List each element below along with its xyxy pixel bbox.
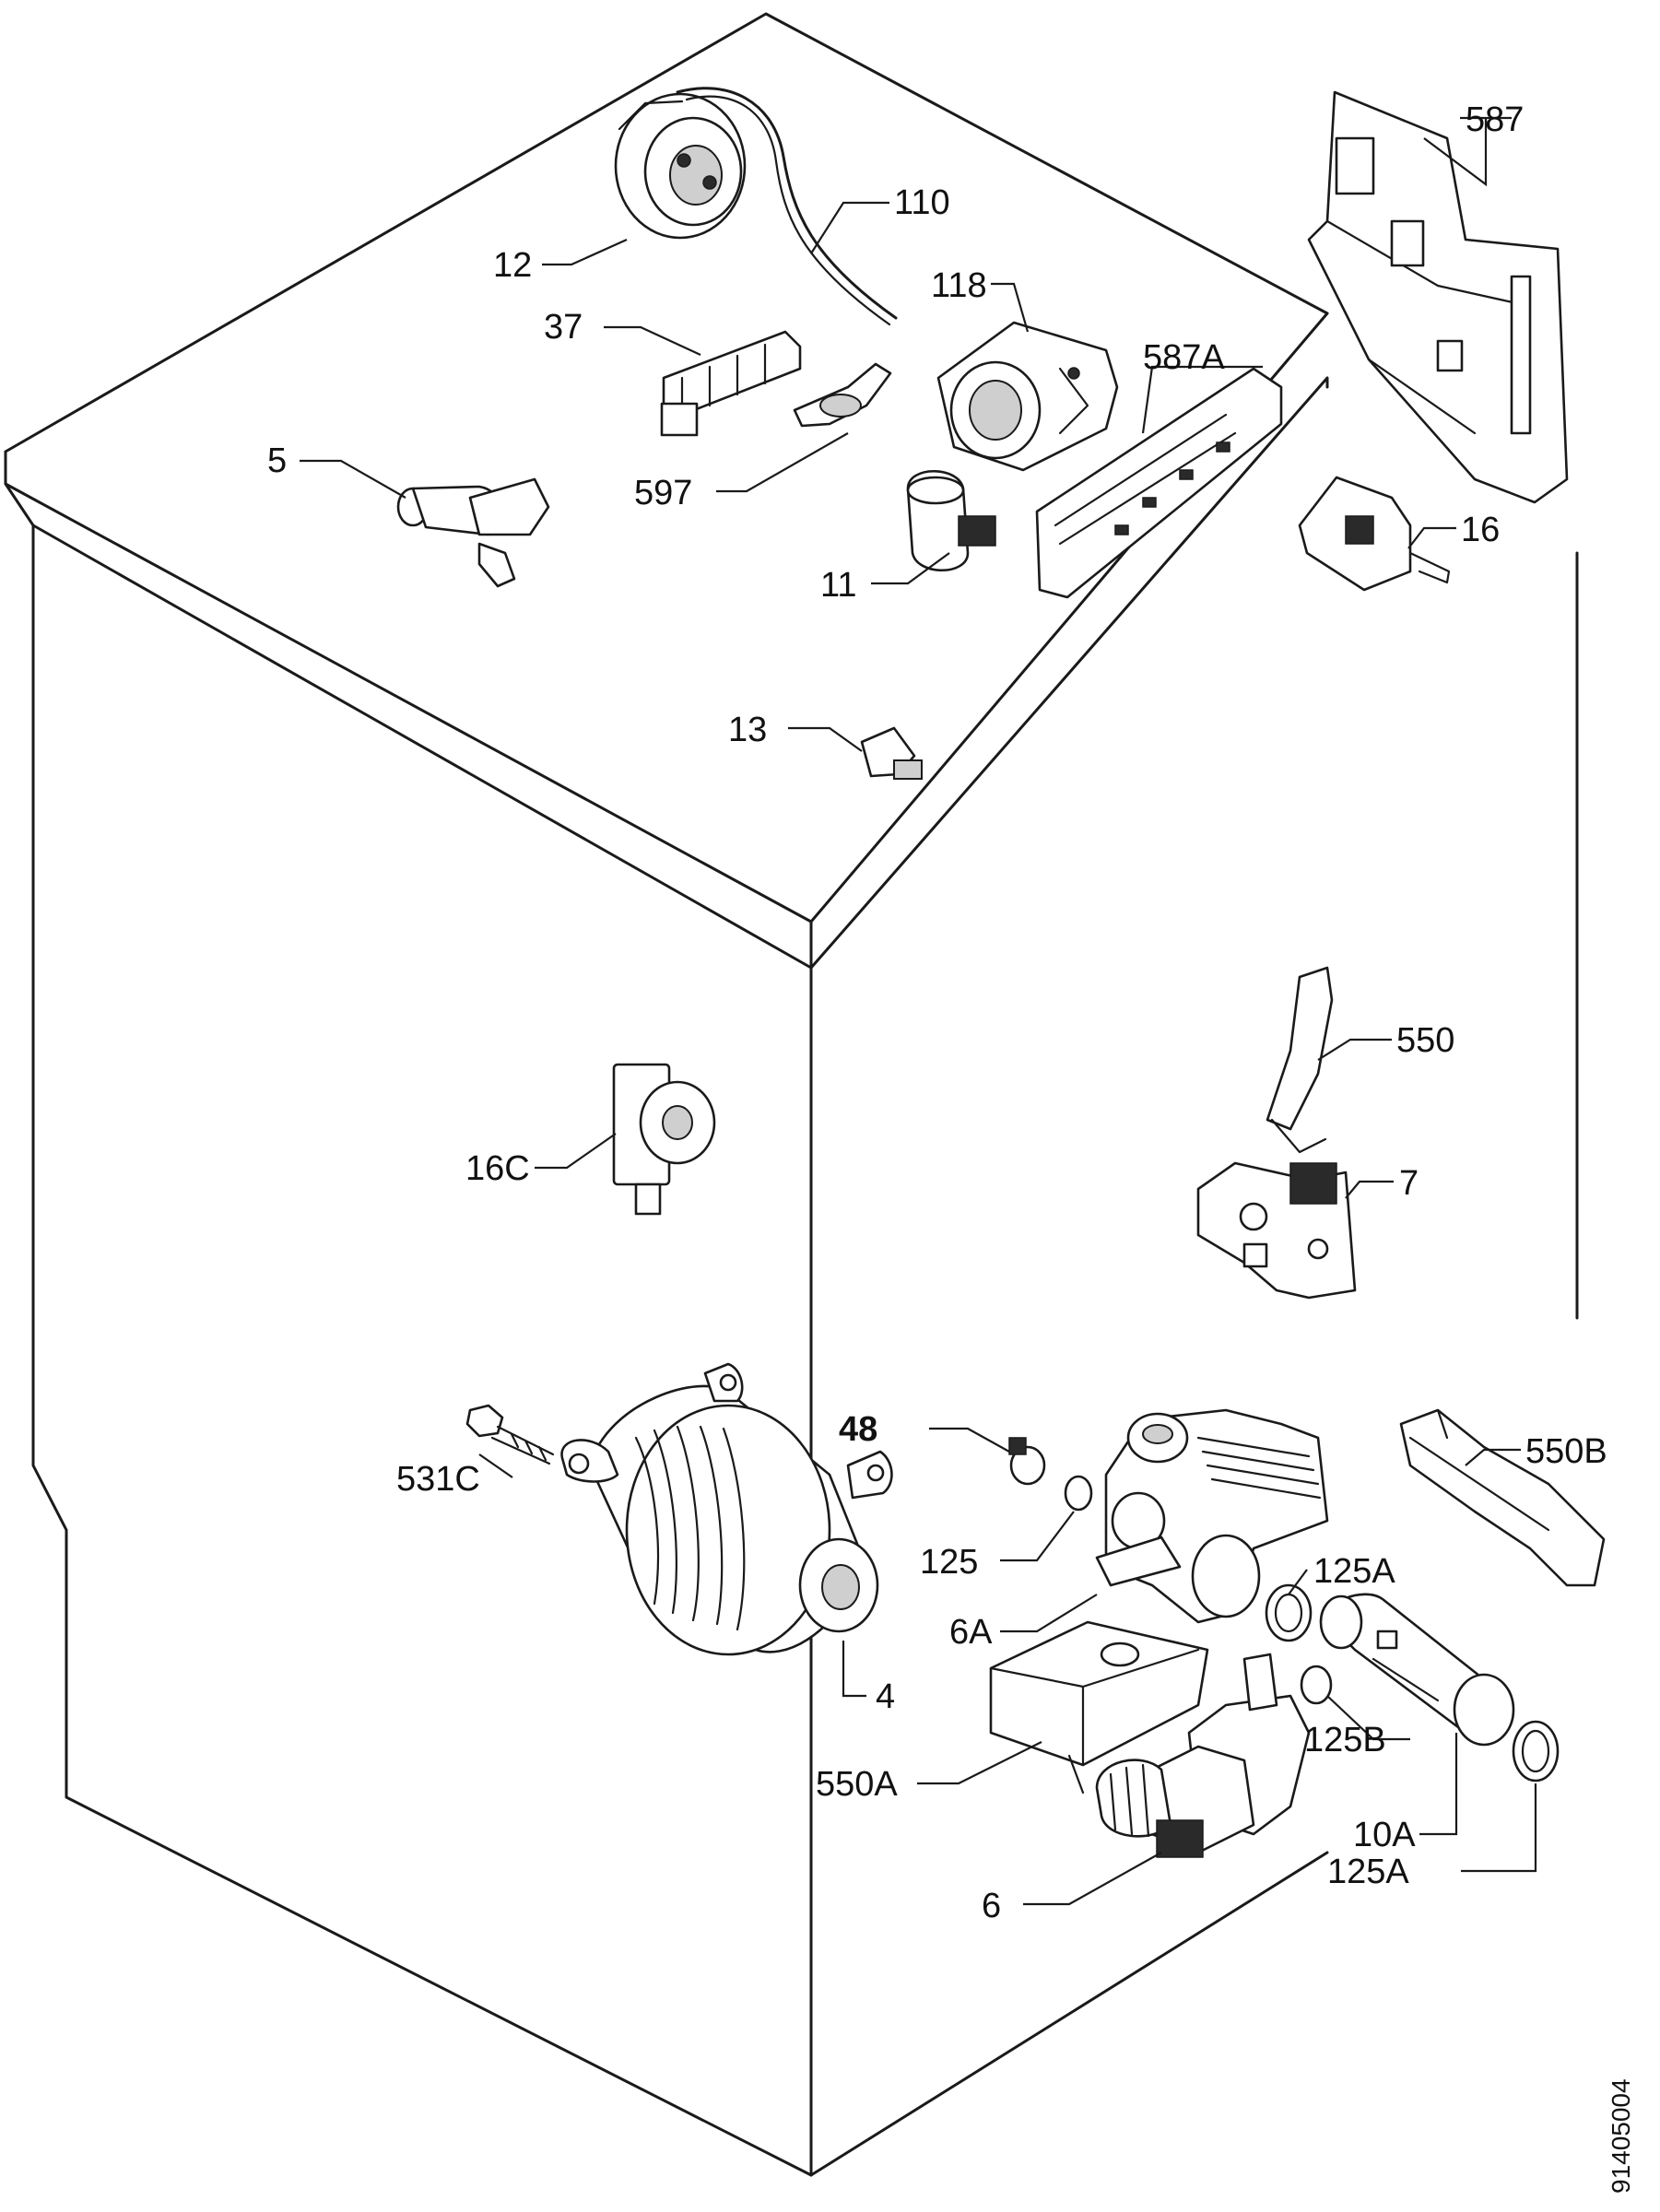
part-12-selector [614, 92, 747, 240]
part-16c-lid-lock [612, 1063, 716, 1216]
label-125a-bottom: 125A [1327, 1853, 1409, 1891]
part-125a-seal-upper [1265, 1583, 1313, 1642]
part-6-drain-pump [1095, 1653, 1311, 1858]
label-597: 597 [634, 474, 692, 512]
cabinet-outline [4, 12, 1579, 2177]
label-550a: 550A [816, 1765, 898, 1804]
part-118-timer [936, 321, 1119, 472]
part-125a-seal-lower [1512, 1720, 1560, 1783]
part-550-lever [1266, 966, 1334, 1154]
part-48-sensor [1008, 1437, 1046, 1486]
label-37: 37 [544, 308, 583, 347]
part-550b-bracket [1399, 1408, 1606, 1587]
part-37-terminal-block [660, 330, 802, 437]
drawing-code: 91405004 [1607, 2078, 1635, 2194]
label-125a-top: 125A [1313, 1552, 1395, 1591]
part-labels: 587 110 12 118 37 587A 5 597 16 11 13 55… [267, 100, 1607, 1925]
label-550: 550 [1396, 1021, 1454, 1060]
label-11: 11 [820, 566, 856, 605]
part-550a-filter-block [989, 1620, 1209, 1794]
part-587a-pcb [1035, 367, 1283, 599]
part-5-connector [396, 477, 550, 588]
part-587-module [1307, 90, 1569, 504]
part-110-wire [676, 87, 898, 320]
label-587a: 587A [1143, 338, 1225, 377]
label-16c: 16C [465, 1149, 530, 1188]
label-587: 587 [1466, 100, 1524, 139]
part-6a-pump-housing [1095, 1408, 1329, 1624]
label-48: 48 [839, 1410, 877, 1449]
label-118: 118 [931, 266, 987, 305]
part-4-motor [560, 1362, 893, 1656]
part-13-connector [860, 726, 923, 780]
label-531c: 531C [396, 1460, 480, 1499]
label-10a: 10A [1353, 1816, 1416, 1854]
label-12: 12 [493, 246, 532, 285]
part-10a-filter [1319, 1593, 1515, 1747]
label-125b: 125B [1304, 1721, 1386, 1759]
part-11-capacitor [906, 470, 996, 571]
part-597-clip [793, 362, 892, 428]
label-110: 110 [894, 183, 950, 222]
part-125b-seal [1300, 1665, 1333, 1705]
label-4: 4 [876, 1677, 895, 1716]
label-550b: 550B [1525, 1432, 1607, 1471]
label-5: 5 [267, 441, 287, 480]
label-13: 13 [728, 711, 767, 749]
label-6: 6 [982, 1887, 1001, 1925]
label-125: 125 [920, 1543, 978, 1582]
part-125-seal [1064, 1475, 1093, 1512]
label-16: 16 [1461, 511, 1500, 549]
part-531c-screw [465, 1404, 555, 1465]
leader-lines [300, 116, 1537, 1906]
label-6a: 6A [949, 1613, 993, 1652]
label-7: 7 [1399, 1164, 1419, 1203]
part-7-pressure-switch [1196, 1161, 1357, 1300]
part-16-door-switch [1298, 476, 1451, 592]
